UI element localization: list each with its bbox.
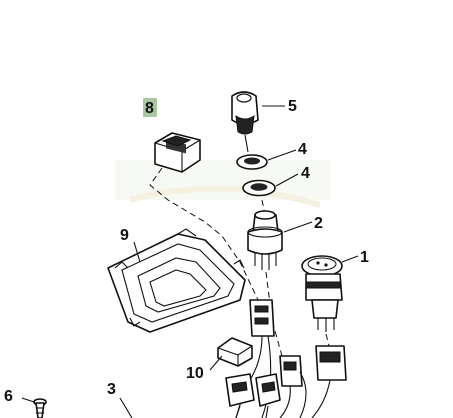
- part-8-module[interactable]: [154, 132, 201, 173]
- callout-3[interactable]: 3: [107, 381, 116, 398]
- callout-5[interactable]: 5: [288, 98, 297, 115]
- dashed-wire-2: [265, 271, 283, 357]
- part-5-key[interactable]: [231, 91, 259, 153]
- callout-8[interactable]: 8: [145, 100, 154, 117]
- callout-9[interactable]: 9: [120, 227, 129, 244]
- callout-10[interactable]: 10: [186, 365, 204, 382]
- part-10-clip[interactable]: [217, 337, 253, 367]
- part-6-screw[interactable]: [33, 398, 47, 418]
- watermark: [115, 160, 330, 208]
- part-2-ignition-switch[interactable]: [247, 210, 283, 270]
- wiring-harness[interactable]: [225, 299, 347, 418]
- part-4-nut-lower[interactable]: [242, 179, 276, 197]
- callout-4-upper[interactable]: 4: [298, 141, 307, 158]
- leader-lines: [21, 105, 359, 418]
- callout-1[interactable]: 1: [360, 249, 369, 266]
- callout-8-highlight: [143, 98, 157, 117]
- callout-2[interactable]: 2: [314, 215, 323, 232]
- callout-4-lower[interactable]: 4: [301, 165, 310, 182]
- part-4-nut-upper[interactable]: [236, 154, 268, 170]
- callout-6[interactable]: 6: [4, 388, 13, 405]
- dashed-wire-8: [149, 167, 259, 301]
- part-1-switch[interactable]: [301, 255, 343, 332]
- part-9-bezel[interactable]: [107, 228, 246, 333]
